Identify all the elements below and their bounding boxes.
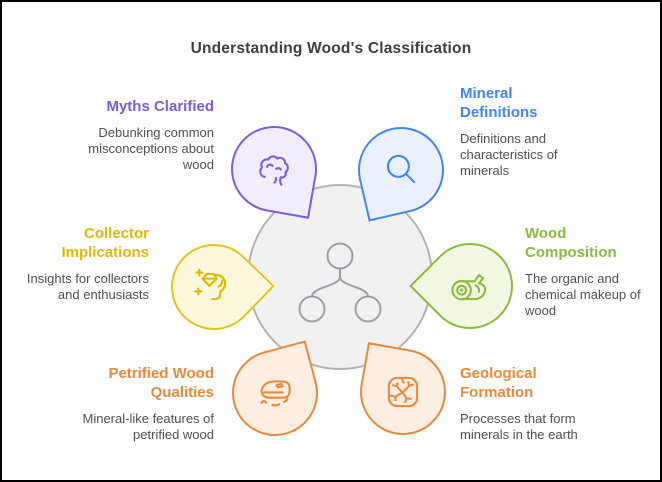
node-title: Myths Clarified — [106, 98, 214, 115]
node-text-petrified-wood-qualities: Petrified Wood Qualities Mineral-like fe… — [44, 364, 215, 443]
node-title: Collector Implications — [61, 225, 149, 261]
node-text-wood-composition: Wood Composition The organic and chemica… — [525, 224, 655, 319]
gem-in-hand-icon — [194, 268, 227, 301]
node-pin-myths-clarified — [224, 119, 324, 219]
hierarchy-tree-icon — [298, 242, 382, 323]
fossil-icon — [260, 380, 291, 407]
node-description: The organic and chemical makeup of wood — [525, 271, 641, 318]
node-title: Petrified Wood Qualities — [108, 365, 214, 401]
magnifier-icon — [386, 154, 416, 184]
node-pin-geological-formation — [353, 342, 453, 442]
node-text-collector-implications: Collector Implications Insights for coll… — [2, 224, 149, 303]
node-pin-mineral-definitions — [349, 118, 453, 222]
cracked-rock-icon — [387, 376, 419, 408]
node-pin-collector-implications — [153, 226, 275, 348]
node-description: Definitions and characteristics of miner… — [460, 131, 558, 178]
node-title: Wood Composition — [525, 225, 617, 261]
node-pin-wood-composition — [409, 225, 531, 347]
brain-icon — [259, 155, 289, 186]
node-title: Geological Formation — [460, 365, 537, 401]
node-pin-petrified-wood-qualities — [222, 340, 328, 446]
node-title: Mineral Definitions — [460, 85, 538, 121]
node-text-myths-clarified: Myths Clarified Debunking common misconc… — [64, 97, 214, 173]
page-title: Understanding Wood's Classification — [190, 40, 472, 57]
node-description: Mineral-like features of petrified wood — [82, 411, 215, 442]
node-description: Processes that form minerals in the eart… — [460, 411, 578, 442]
log-icon — [451, 273, 487, 301]
node-description: Debunking common misconceptions about wo… — [88, 125, 214, 172]
node-text-geological-formation: Geological Formation Processes that form… — [460, 364, 610, 443]
node-description: Insights for collectors and enthusiasts — [26, 271, 149, 302]
node-text-mineral-definitions: Mineral Definitions Definitions and char… — [460, 84, 600, 179]
